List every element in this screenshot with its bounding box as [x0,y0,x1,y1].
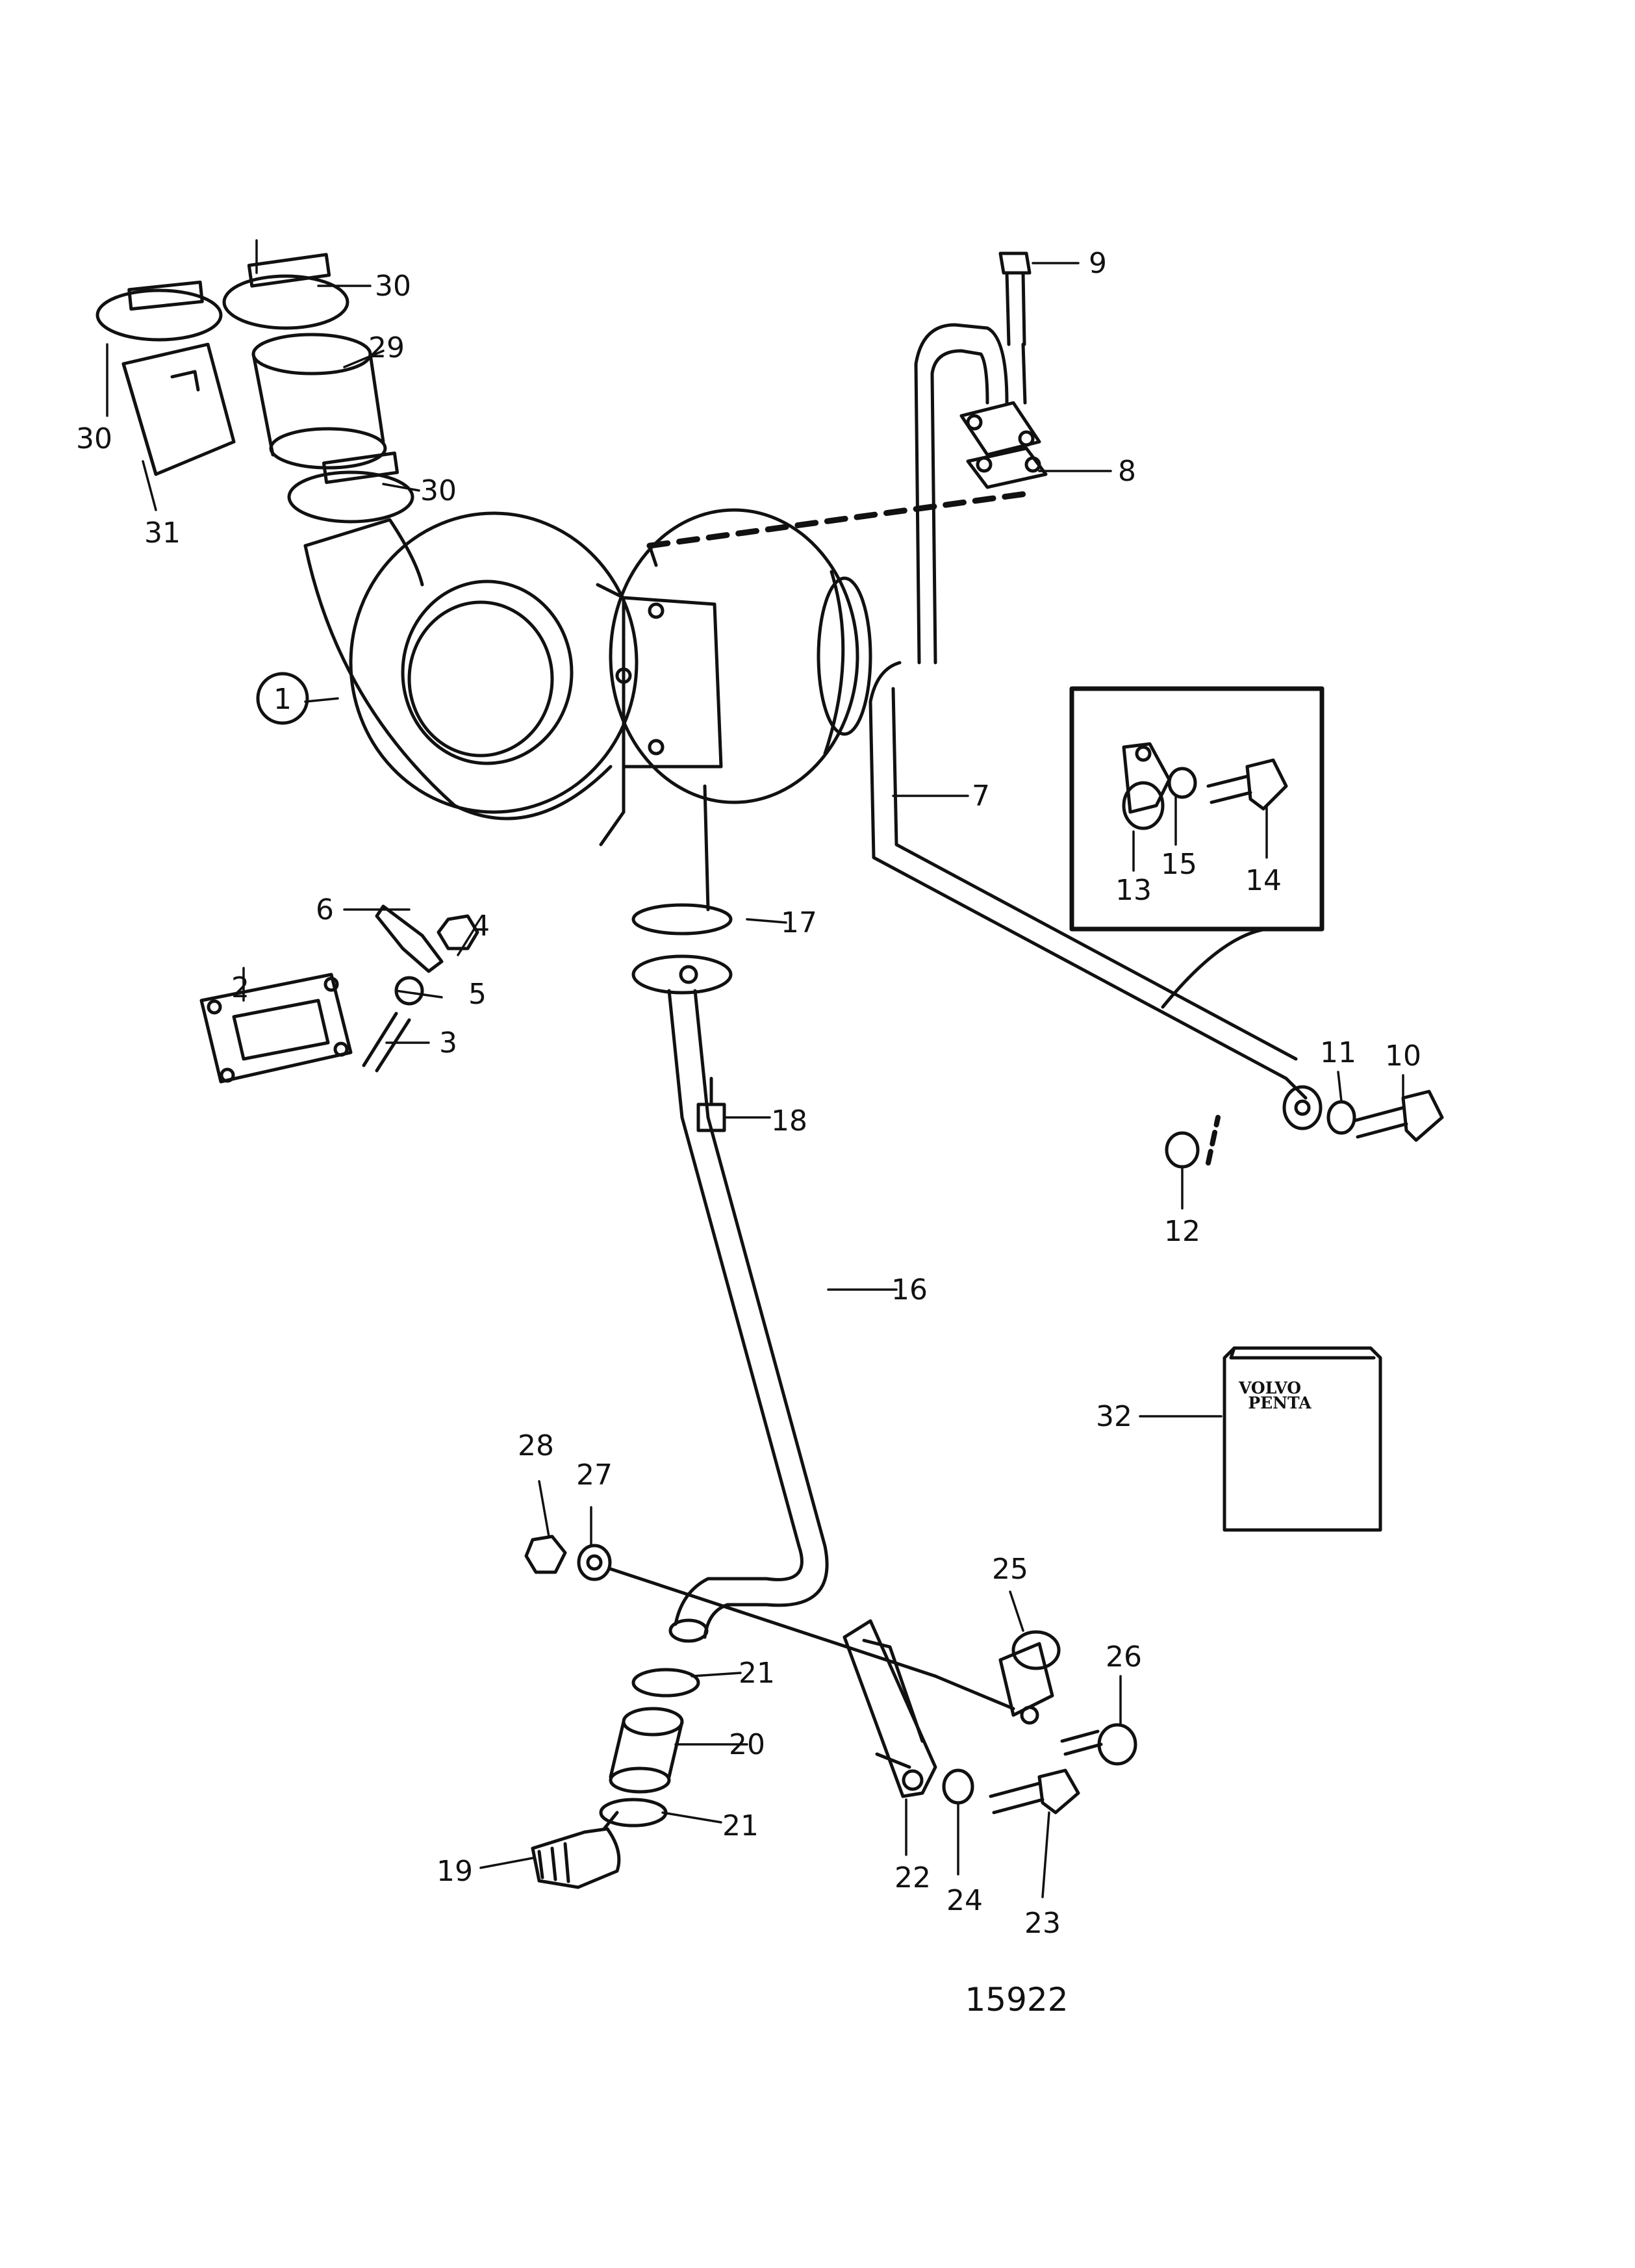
part-label: 24 [946,1884,983,1917]
part-label: 6 [316,893,334,926]
part-label: 28 [518,1429,554,1462]
volvo-penta-logo: VOLVO PENTA [1238,1379,1312,1412]
outlet-flange-hardware [199,904,479,1084]
part-label: 9 [1089,247,1107,280]
oil-feed-pipe [646,251,1444,1169]
part-label: 8 [1118,455,1136,488]
part-label: 30 [76,422,112,455]
part-label: 11 [1320,1036,1356,1069]
part-label: 27 [576,1459,613,1492]
lower-hose-assembly [531,1668,700,1889]
figure-code: 15922 [965,1981,1068,2019]
part-label: 18 [771,1104,807,1138]
part-label: 15 [1161,848,1197,881]
part-label: 25 [992,1553,1028,1586]
leader-lines [106,239,1404,1898]
part-label: 12 [1164,1215,1200,1248]
part-label: 22 [894,1861,931,1894]
logo-line-1: VOLVO [1238,1379,1301,1397]
part-label: 20 [729,1728,765,1761]
part-label: 31 [144,516,181,550]
part-label: 2 [231,971,249,1004]
part-label: 17 [781,906,817,939]
part-label: 32 [1096,1400,1132,1433]
part-1-circle [256,672,309,725]
part-label: 4 [472,910,490,943]
intake-hose-assembly [95,253,414,524]
part-label: 30 [375,270,411,303]
part-label: 19 [437,1855,473,1888]
part-label: 29 [368,331,405,364]
oil-return-pipe [631,784,829,1643]
detail-inset [1069,686,1324,1009]
part-label: 3 [439,1026,457,1060]
part-label: 7 [972,780,990,813]
manual-document [1223,1346,1382,1532]
logo-line-2: PENTA [1248,1394,1312,1412]
part-label: 13 [1115,874,1152,907]
part-label: 30 [420,474,457,507]
part-label: 26 [1106,1640,1142,1674]
part-label: 10 [1385,1039,1421,1073]
part-label: 23 [1024,1907,1061,1940]
part-label: 14 [1245,864,1282,897]
part-label: 1 [273,683,292,716]
part-label: 5 [468,978,487,1011]
turbocharger [303,508,872,847]
part-label: 16 [891,1273,928,1306]
bracket-hardware [524,1535,1137,1815]
part-labels: 1 2 3 4 5 6 7 8 9 10 11 12 13 14 15 16 1… [76,247,1421,1940]
part-label: 21 [739,1657,775,1690]
part-label: 21 [722,1809,759,1842]
